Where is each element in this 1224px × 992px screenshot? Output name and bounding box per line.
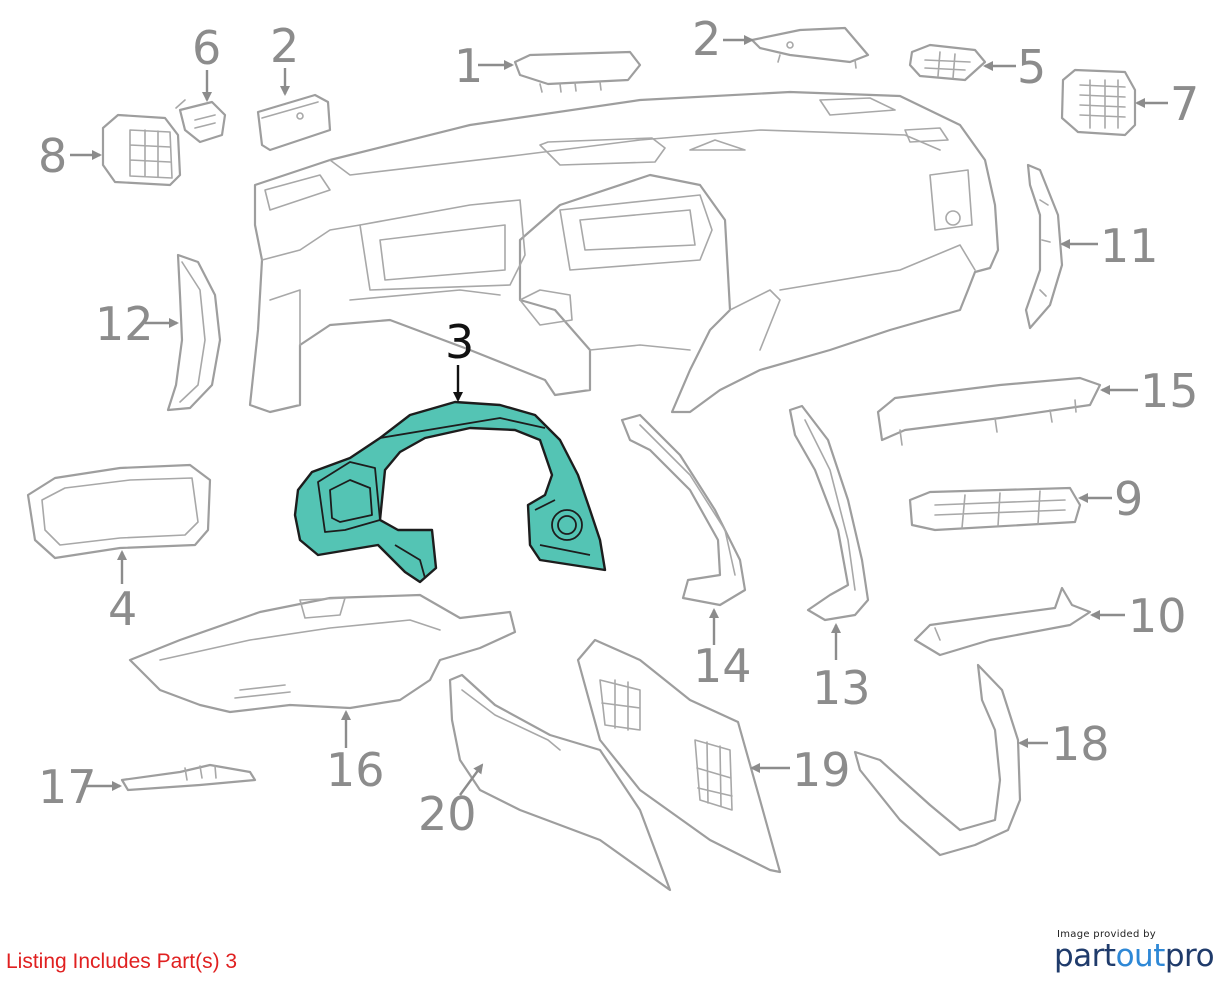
- callout-14: 14: [693, 639, 752, 693]
- listing-note: Listing Includes Part(s) 3: [6, 950, 238, 973]
- callout-arrows: [70, 35, 1168, 796]
- logo-out: out: [1115, 938, 1166, 974]
- part-11-right-side-trim: [1024, 163, 1064, 330]
- part-8-side-vent-left: [101, 113, 182, 187]
- logo-part: part: [1054, 938, 1116, 974]
- callout-15: 15: [1140, 364, 1199, 418]
- callout-20: 20: [418, 787, 477, 841]
- part-3-cluster-bezel-highlighted: [293, 400, 607, 584]
- callout-6: 6: [192, 21, 221, 75]
- part-7-side-vent-right: [1060, 68, 1137, 137]
- callout-1: 1: [454, 39, 483, 93]
- instrument-panel: [248, 90, 1000, 414]
- provider-caption: Image provided by: [1057, 929, 1156, 940]
- callout-13: 13: [812, 661, 871, 715]
- callout-2-left: 2: [270, 19, 299, 73]
- part-16-lower-cover: [128, 593, 517, 714]
- part-10-right-lower-trim: [913, 586, 1092, 657]
- part-18-right-lower-panel: [853, 663, 1022, 857]
- part-2-panel-left: [256, 93, 332, 152]
- callout-9: 9: [1114, 472, 1143, 526]
- callout-16: 16: [326, 743, 385, 797]
- part-14-center-column-trim: [620, 413, 747, 607]
- part-1-defroster-cover: [513, 50, 642, 93]
- callout-18: 18: [1051, 717, 1110, 771]
- part-6-clip: [175, 99, 227, 144]
- part-20-glovebox: [448, 673, 672, 892]
- part-9-center-vent: [908, 486, 1082, 532]
- callout-17: 17: [38, 760, 97, 814]
- callout-5: 5: [1017, 40, 1046, 94]
- callout-8: 8: [38, 129, 67, 183]
- callout-11: 11: [1100, 219, 1159, 273]
- callout-labels: 1 2 2 6 5 7 8 11 12 3 15 9 10 4 14 13 18…: [38, 12, 1199, 841]
- callout-10: 10: [1128, 589, 1187, 643]
- callout-7: 7: [1170, 77, 1199, 131]
- part-4-cluster-lens: [26, 463, 212, 560]
- part-19-knee-panel: [576, 638, 782, 874]
- part-17-bottom-trim: [120, 763, 257, 792]
- callout-3: 3: [445, 315, 474, 369]
- logo-pro: pro: [1164, 938, 1215, 974]
- callout-12: 12: [95, 297, 154, 351]
- part-12-left-side-trim: [166, 253, 222, 412]
- part-2-bracket-top: [750, 26, 870, 69]
- callout-19: 19: [792, 743, 851, 797]
- provider-logo: partoutpro: [1054, 938, 1215, 974]
- part-15-right-upper-trim: [876, 376, 1102, 446]
- callout-4: 4: [108, 582, 137, 636]
- part-5-vent: [908, 43, 987, 82]
- part-13-right-column-trim: [788, 404, 870, 622]
- callout-2-top: 2: [692, 12, 721, 66]
